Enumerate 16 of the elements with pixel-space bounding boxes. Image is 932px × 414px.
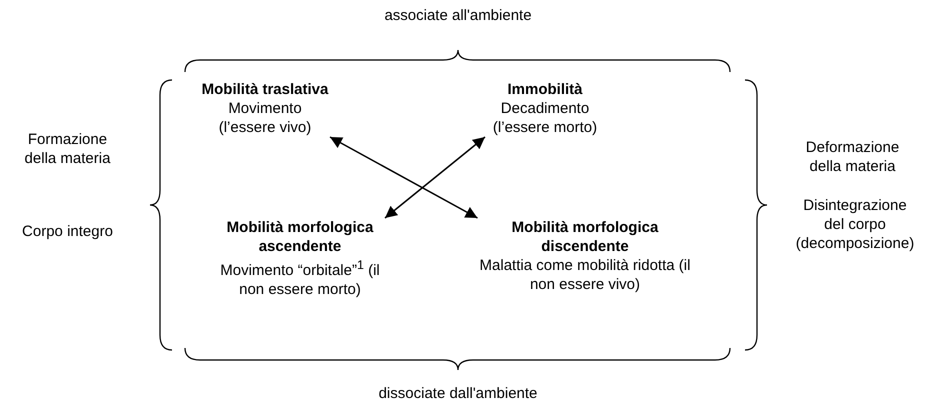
quadrant-heading: Mobilità traslativa — [202, 80, 328, 99]
quadrant-heading: Mobilità morfologica ascendente — [226, 218, 374, 256]
side-label: Disintegrazione del corpo (decomposizione) — [796, 197, 914, 252]
side-label: Deformazione della materia — [806, 139, 900, 175]
double-headed-arrow — [384, 136, 486, 219]
quadrant-text: Malattia come mobilità ridotta (il non essere vivo) — [478, 256, 692, 294]
quadrant-text: Movimento “orbitale”$^{1}$ (il non essere morto) — [219, 257, 381, 299]
quadrant-text: Movimento (l’essere vivo) — [218, 99, 312, 137]
quadrant-heading: Immobilità — [507, 80, 582, 99]
side-label: Formazione della materia — [24, 131, 110, 167]
side-label: dissociate dall'ambiente — [378, 385, 538, 402]
side-label: Corpo integro — [22, 223, 113, 240]
double-headed-arrow — [330, 136, 478, 219]
quadrant-heading: Mobilità morfologica discendente — [510, 218, 660, 256]
quadrant-text: Decadimento (l’essere morto) — [492, 99, 598, 137]
side-label: associate all'ambiente — [384, 7, 532, 24]
